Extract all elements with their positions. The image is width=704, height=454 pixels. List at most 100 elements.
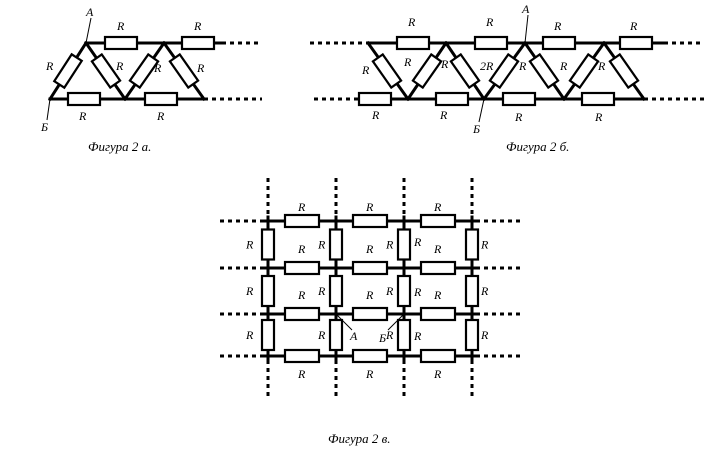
resistor (260, 318, 276, 352)
resistor (488, 52, 520, 90)
resistor (395, 35, 431, 51)
resistor (568, 52, 600, 90)
resistor-label: R (413, 285, 422, 299)
resistor (328, 274, 344, 308)
resistor (168, 52, 200, 90)
resistor (328, 318, 344, 352)
resistor-label: R (403, 55, 412, 69)
node-a-label: А (349, 329, 358, 343)
resistor (464, 274, 480, 308)
resistor (66, 91, 102, 107)
resistor (283, 260, 321, 276)
resistor-label: R (433, 242, 442, 256)
resistor-label: R (245, 328, 254, 342)
resistor (419, 306, 457, 322)
resistor-label: R (317, 238, 326, 252)
resistor-label: R (629, 19, 638, 33)
resistor (351, 306, 389, 322)
resistor (449, 52, 481, 90)
figure-2a: R R R R R R R R А Б Фигура 2 а. (40, 5, 262, 154)
resistor (143, 91, 179, 107)
resistor-label: R (115, 59, 124, 73)
resistor (283, 306, 321, 322)
resistor-label: R (193, 19, 202, 33)
resistor (396, 228, 412, 261)
figure-2b: R R R R R R R 2R R R R R R R R А Б Фигур… (310, 2, 704, 154)
resistor-label: R (297, 242, 306, 256)
resistor (528, 52, 560, 90)
resistor (283, 213, 321, 229)
resistor-label: R (365, 200, 374, 214)
resistor (283, 348, 321, 364)
resistor-label: R (413, 329, 422, 343)
resistor (260, 228, 276, 261)
resistor-label: R (245, 238, 254, 252)
resistor-label: R (480, 328, 489, 342)
resistor (103, 35, 139, 51)
resistor (580, 91, 616, 107)
resistor-label: R (485, 15, 494, 29)
resistor-label: R (365, 288, 374, 302)
resistor-label: R (196, 61, 205, 75)
resistor (371, 52, 403, 90)
resistor (128, 52, 160, 90)
resistor-label: 2R (480, 59, 494, 73)
resistor (396, 274, 412, 308)
resistor-label: R (480, 238, 489, 252)
resistor-label: R (433, 367, 442, 381)
node-a-label: А (85, 5, 94, 19)
resistor (328, 228, 344, 261)
node-a-label: А (521, 2, 530, 16)
resistor-label: R (317, 328, 326, 342)
node-b-label: Б (472, 122, 480, 136)
resistor (541, 35, 577, 51)
resistor (618, 35, 654, 51)
resistor-label: R (385, 328, 394, 342)
resistor (464, 318, 480, 352)
resistor-label: R (514, 110, 523, 124)
resistor-label: R (297, 367, 306, 381)
resistor (52, 52, 84, 90)
resistor-label: R (156, 109, 165, 123)
resistor (90, 52, 122, 90)
resistor (260, 274, 276, 308)
resistor-label: R (45, 59, 54, 73)
resistor-label: R (413, 235, 422, 249)
resistor (473, 35, 509, 51)
resistor-label: R (361, 63, 370, 77)
resistor-label: R (153, 61, 162, 75)
resistor (180, 35, 216, 51)
resistor-label: R (245, 284, 254, 298)
resistor (501, 91, 537, 107)
resistor-label: R (433, 288, 442, 302)
resistor (357, 91, 393, 107)
resistor (419, 260, 457, 276)
resistor-label: R (518, 59, 527, 73)
resistor-label: R (553, 19, 562, 33)
resistor-label: R (297, 288, 306, 302)
resistor-label: R (480, 284, 489, 298)
resistor-label: R (433, 200, 442, 214)
resistor-label: R (116, 19, 125, 33)
resistor-label: R (371, 108, 380, 122)
resistor (411, 52, 443, 90)
resistor-label: R (597, 59, 606, 73)
resistor-label: R (385, 238, 394, 252)
resistor-label: R (559, 59, 568, 73)
caption-fig-2a: Фигура 2 а. (88, 139, 151, 154)
node-b-label: Б (378, 331, 386, 345)
node-b-label: Б (40, 120, 48, 134)
resistor (396, 318, 412, 352)
resistor-label: R (365, 367, 374, 381)
resistor (434, 91, 470, 107)
resistor (608, 52, 640, 90)
resistor-label: R (407, 15, 416, 29)
resistor-label: R (594, 110, 603, 124)
resistor (419, 213, 457, 229)
resistor (351, 348, 389, 364)
resistor (351, 260, 389, 276)
resistor (351, 213, 389, 229)
resistor-label: R (440, 57, 449, 71)
